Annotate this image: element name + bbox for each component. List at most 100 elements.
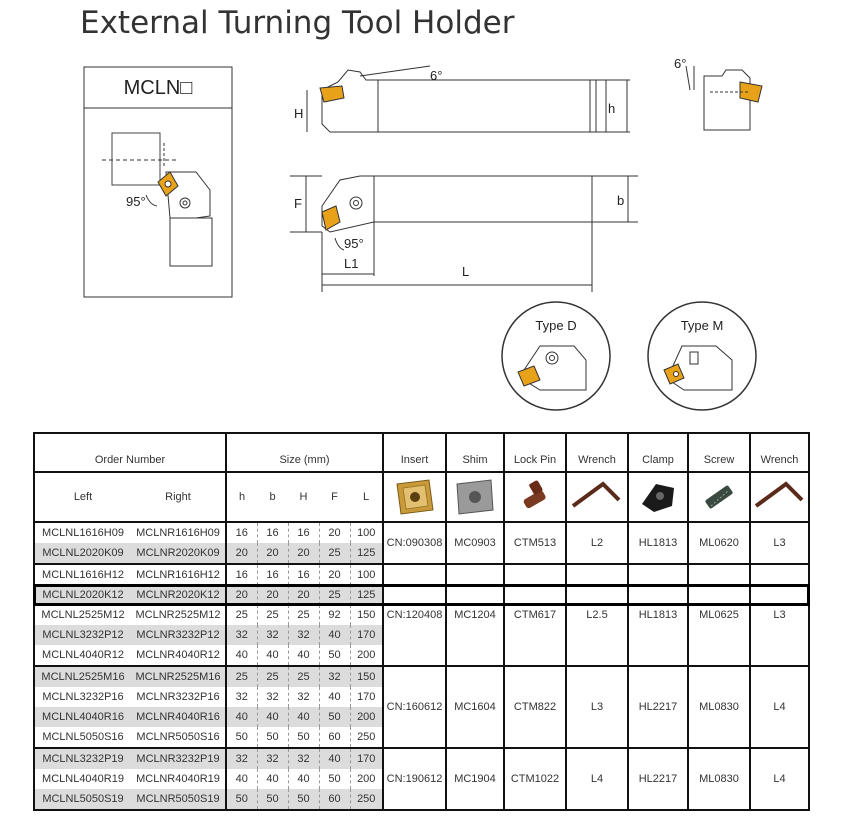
- shim-image: [445, 471, 504, 522]
- lock-pin-code: CTM822: [503, 665, 566, 748]
- dim-L1-label: L1: [344, 256, 358, 271]
- shim-code: MC1204: [445, 563, 504, 666]
- size-F: 60: [318, 727, 350, 748]
- order-right: MCLNR2525M12: [135, 609, 221, 621]
- size-b: 32: [256, 687, 288, 707]
- insert-image: [382, 471, 446, 522]
- order-left: MCLNL1616H09: [33, 521, 131, 543]
- size-h: 40: [225, 645, 257, 666]
- dim-b-label: b: [617, 193, 624, 208]
- angle-side-label: 6°: [674, 56, 686, 71]
- header-size: Size (mm): [225, 432, 383, 472]
- order-left: MCLNL4040R16: [33, 707, 131, 727]
- size-b: 16: [256, 521, 288, 543]
- size-F: 32: [318, 665, 350, 687]
- header-clamp: Clamp: [627, 432, 688, 472]
- wrench-2-code: L4: [749, 665, 810, 748]
- shim-code: MC0903: [445, 521, 504, 564]
- order-left: MCLNL2525M12: [33, 605, 131, 625]
- size-h: 50: [225, 789, 257, 811]
- wrench-1-image: [565, 471, 628, 522]
- order-right: MCLNR1616H09: [131, 521, 226, 543]
- model-label: MCLN□: [124, 77, 193, 99]
- size-F: 25: [318, 585, 350, 605]
- insert-code: CN:120408: [382, 563, 446, 666]
- order-right: MCLNR2525M16: [131, 665, 226, 687]
- order-left: MCLNL2020K12: [33, 585, 131, 605]
- size-H: 40: [287, 769, 319, 789]
- order-left: MCLNL4040R12: [33, 645, 131, 666]
- lock-pin-icon: [523, 480, 546, 509]
- size-h: 32: [225, 687, 257, 707]
- size-b: 40: [256, 645, 288, 666]
- size-L: 125: [349, 585, 383, 605]
- size-H: 25: [287, 605, 319, 625]
- order-right: MCLNR5050S19: [131, 789, 226, 811]
- shim-icon: [456, 479, 494, 515]
- screw-icon: [705, 485, 733, 509]
- size-b: 40: [256, 707, 288, 727]
- order-right: MCLNR5050S16: [136, 731, 220, 743]
- angle-plan-label: 95°: [344, 236, 364, 251]
- screw-code: ML0830: [687, 747, 750, 811]
- page-title: External Turning Tool Holder: [80, 5, 515, 41]
- size-h: 50: [225, 727, 257, 748]
- wrench-2-code: L3: [749, 521, 810, 564]
- size-L: 200: [349, 769, 383, 789]
- subheader-F: F: [319, 471, 350, 522]
- size-b: 20: [256, 585, 288, 605]
- subheader-H: H: [288, 471, 319, 522]
- size-F: 60: [318, 789, 350, 811]
- size-h: 20: [225, 543, 257, 564]
- size-F: 50: [318, 769, 350, 789]
- size-b: 16: [256, 563, 288, 585]
- shim-code: MC1904: [445, 747, 504, 811]
- header-order-number: Order Number: [33, 432, 226, 472]
- size-H: 20: [287, 543, 319, 564]
- order-left: MCLNL5050S19: [33, 789, 131, 811]
- wrench-1-code: L3: [565, 665, 628, 748]
- order-left: MCLNL2020K09: [33, 543, 131, 564]
- clamp-code: HL2217: [627, 665, 688, 748]
- order-left: MCLNL3232P19: [33, 747, 131, 769]
- clamp-code: HL2217: [627, 747, 688, 811]
- insert-code: CN:090308: [382, 521, 446, 564]
- order-left: MCLNL2525M16: [33, 665, 131, 687]
- subheader-L: L: [350, 471, 383, 522]
- size-H: 25: [287, 665, 319, 687]
- size-h: 25: [225, 665, 257, 687]
- clamp-code: HL1813: [627, 521, 688, 564]
- size-L: 100: [349, 521, 383, 543]
- size-h: 40: [225, 769, 257, 789]
- size-F: 20: [318, 521, 350, 543]
- size-b: 32: [256, 625, 288, 645]
- size-F: 40: [318, 625, 350, 645]
- size-h: 16: [225, 521, 257, 543]
- wrench-2-image: [749, 471, 810, 522]
- size-F: 40: [318, 747, 350, 769]
- order-right: MCLNR4040R16: [131, 707, 226, 727]
- size-F: 50: [318, 707, 350, 727]
- dim-H-label: H: [294, 106, 303, 121]
- size-b: 40: [256, 769, 288, 789]
- size-H: 32: [287, 687, 319, 707]
- size-L: 125: [349, 543, 383, 564]
- lock-pin-code: CTM513: [503, 521, 566, 564]
- screw-image: [687, 471, 750, 522]
- order-right: MCLNR4040R12: [136, 649, 220, 661]
- size-L: 150: [349, 605, 383, 625]
- order-left: MCLNL5050S16: [33, 727, 131, 748]
- insert-code: CN:190612: [382, 747, 446, 811]
- size-h: 20: [225, 585, 257, 605]
- size-H: 40: [287, 645, 319, 666]
- hex-wrench-icon: [571, 481, 621, 508]
- dim-h-label: h: [608, 101, 615, 116]
- header-wrench-2: Wrench: [749, 432, 810, 472]
- clamp-icon: [642, 484, 674, 512]
- size-h: 32: [225, 747, 257, 769]
- size-F: 50: [318, 645, 350, 666]
- type-m-illustration: Type M: [647, 301, 757, 411]
- wrench-2-code: L4: [749, 747, 810, 811]
- order-right: MCLNR3232P19: [131, 747, 226, 769]
- subheader-right: Right: [131, 471, 226, 522]
